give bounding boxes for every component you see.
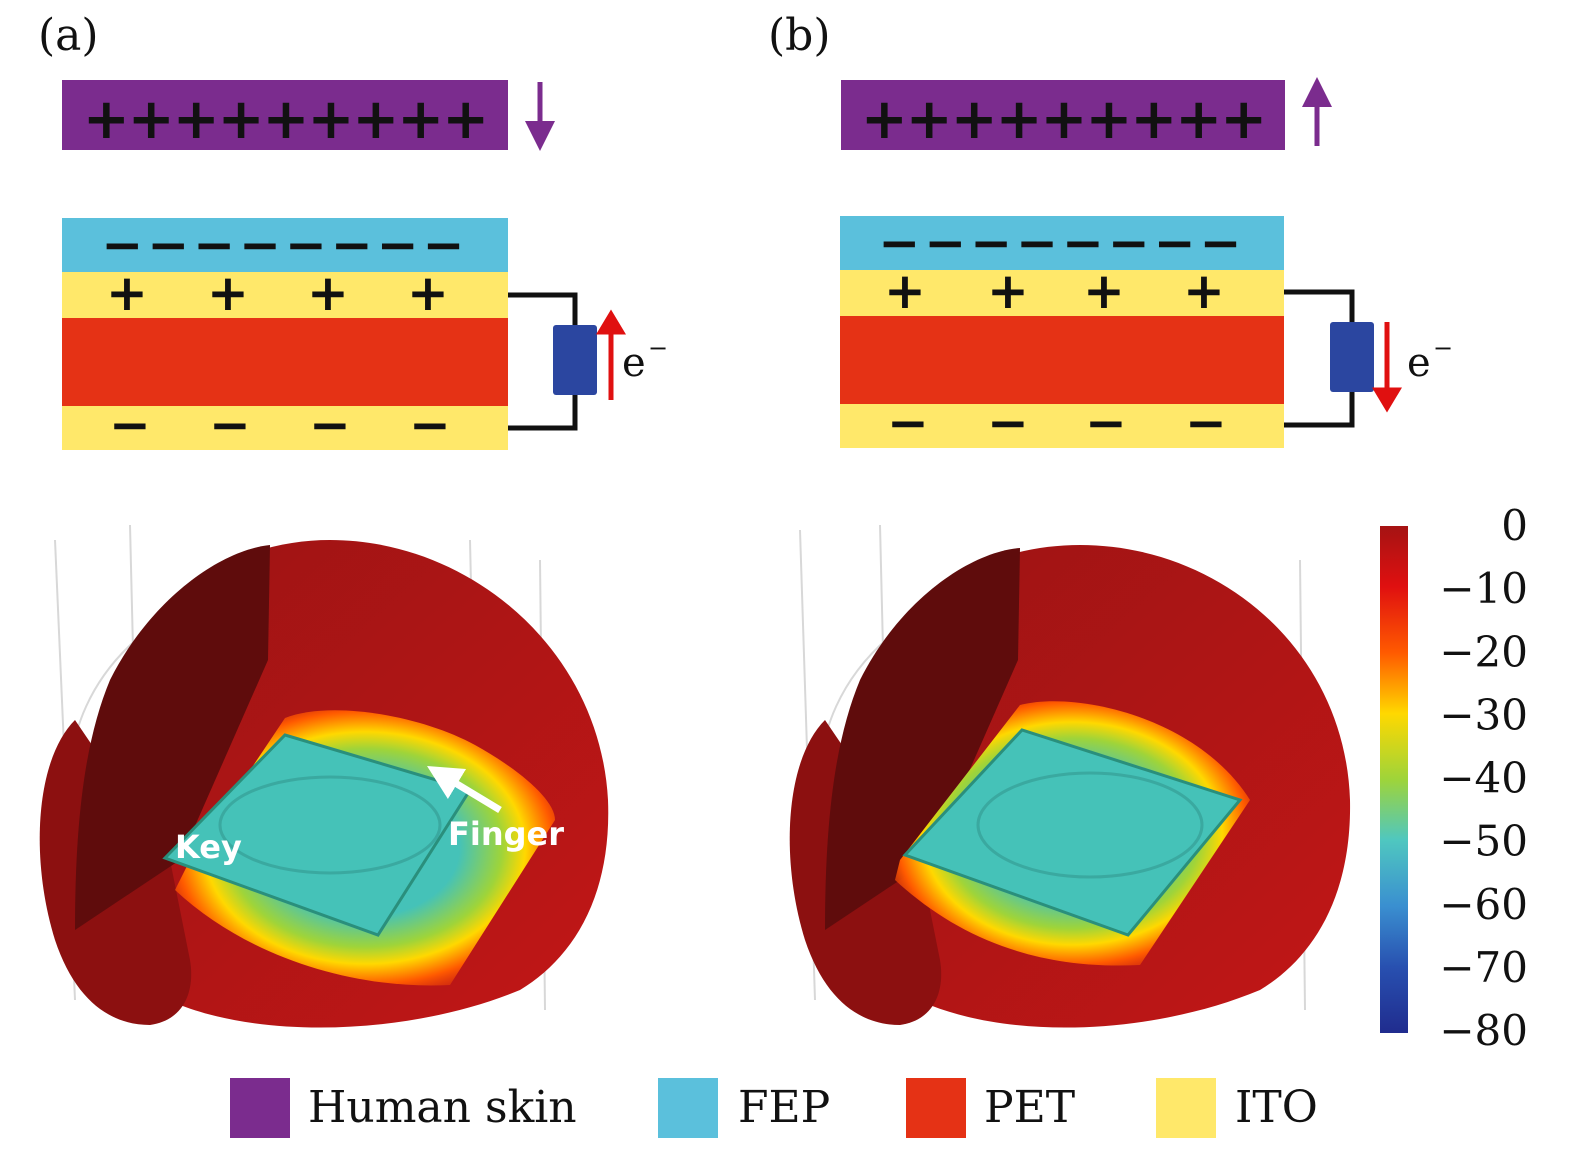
skin-charges: +++++++++ bbox=[83, 87, 487, 152]
ito-top-charge: + bbox=[106, 264, 148, 322]
ito-bottom-layer bbox=[840, 404, 1284, 448]
ito-bottom-charge: − bbox=[109, 396, 151, 454]
load-resistor bbox=[553, 325, 597, 395]
panel-b: (b) +++++++++ −−−−−−−− + + + + − − − − e bbox=[768, 10, 1453, 1028]
panel-a-label: (a) bbox=[38, 10, 99, 61]
circuit-wire bbox=[1284, 289, 1355, 428]
circuit-a: e − bbox=[508, 292, 668, 431]
ito-bottom-charge: − bbox=[987, 394, 1029, 452]
ito-bottom-layer bbox=[62, 406, 508, 450]
finger-motion-arrow bbox=[427, 765, 502, 813]
simulation-a: Key Finger bbox=[39, 524, 609, 1028]
ito-bottom-charge: − bbox=[309, 396, 351, 454]
colorbar-tick-label: 0 bbox=[1501, 501, 1528, 550]
colorbar-tick-label: −10 bbox=[1439, 564, 1528, 613]
fep-layer bbox=[840, 216, 1284, 270]
legend-swatch-fep bbox=[658, 1078, 718, 1138]
colorbar-tick-label: −80 bbox=[1439, 1006, 1528, 1055]
ito-bottom-charge: − bbox=[1185, 394, 1227, 452]
colorbar: 0 −10 −20 −30 −40 −50 −60 −70 −80 bbox=[1380, 501, 1528, 1055]
legend: Human skin FEP PET ITO bbox=[230, 1078, 1318, 1138]
ito-top-charge: + bbox=[307, 264, 349, 322]
legend-label-human-skin: Human skin bbox=[308, 1082, 577, 1133]
pet-layer bbox=[840, 316, 1284, 404]
ito-top-charge: + bbox=[1083, 262, 1125, 320]
ito-bottom-charge: − bbox=[209, 396, 251, 454]
device-stack-a: −−−−−−−− + + + + − − − − bbox=[62, 216, 508, 454]
skin-charges: +++++++++ bbox=[861, 87, 1265, 152]
circuit-wire bbox=[508, 292, 578, 431]
colorbar-tick-label: −50 bbox=[1439, 817, 1528, 866]
legend-swatch-human-skin bbox=[230, 1078, 290, 1138]
legend-label-pet: PET bbox=[984, 1082, 1075, 1133]
colorbar-gradient bbox=[1380, 526, 1408, 1033]
ito-top-charge: + bbox=[884, 262, 926, 320]
ito-top-layer bbox=[62, 272, 508, 318]
panel-b-label: (b) bbox=[768, 10, 831, 61]
load-resistor bbox=[1330, 322, 1374, 392]
ito-bottom-charge: − bbox=[1085, 394, 1127, 452]
fep-layer bbox=[62, 218, 508, 272]
colorbar-ticks: 0 −10 −20 −30 −40 −50 −60 −70 −80 bbox=[1439, 501, 1528, 1055]
finger-label: Finger bbox=[448, 815, 564, 853]
electron-label: e bbox=[1407, 340, 1431, 386]
panel-a: (a) +++++++++ −−−−−−−− + + + + − − − − bbox=[38, 10, 668, 1028]
colorbar-tick-label: −20 bbox=[1439, 627, 1528, 676]
ito-top-charge: + bbox=[1183, 262, 1225, 320]
electron-label: e bbox=[622, 340, 646, 386]
colorbar-tick-label: −60 bbox=[1439, 880, 1528, 929]
legend-label-ito: ITO bbox=[1235, 1082, 1318, 1133]
finger-contact-outline bbox=[976, 771, 1204, 879]
cut-face bbox=[825, 548, 1020, 930]
colorbar-tick-label: −70 bbox=[1439, 943, 1528, 992]
colorbar-tick-label: −30 bbox=[1439, 690, 1528, 739]
ito-top-charge: + bbox=[207, 264, 249, 322]
legend-swatch-pet bbox=[906, 1078, 966, 1138]
cut-face bbox=[75, 545, 270, 930]
electron-sup: − bbox=[648, 334, 668, 362]
simulation-b bbox=[789, 524, 1351, 1028]
key-pad bbox=[902, 728, 1243, 937]
electron-sup: − bbox=[1433, 334, 1453, 362]
ito-top-charge: + bbox=[987, 262, 1029, 320]
ito-top-layer bbox=[840, 270, 1284, 316]
fep-charges: −−−−−−−− bbox=[101, 216, 468, 274]
colorbar-tick-label: −40 bbox=[1439, 754, 1528, 803]
finger-contact-outline bbox=[218, 775, 442, 875]
skin-layer-a: +++++++++ bbox=[62, 80, 508, 152]
skin-slab bbox=[841, 80, 1285, 150]
skin-layer-b: +++++++++ bbox=[841, 80, 1285, 152]
ito-bottom-charge: − bbox=[409, 396, 451, 454]
ito-bottom-charge: − bbox=[887, 394, 929, 452]
key-label: Key bbox=[175, 828, 242, 866]
circuit-b: e − bbox=[1284, 289, 1453, 428]
fep-charges: −−−−−−−− bbox=[878, 214, 1245, 272]
ito-top-charge: + bbox=[407, 264, 449, 322]
skin-slab bbox=[62, 80, 508, 150]
legend-label-fep: FEP bbox=[738, 1082, 830, 1133]
device-stack-b: −−−−−−−− + + + + − − − − bbox=[840, 214, 1284, 452]
legend-swatch-ito bbox=[1156, 1078, 1216, 1138]
pet-layer bbox=[62, 318, 508, 406]
